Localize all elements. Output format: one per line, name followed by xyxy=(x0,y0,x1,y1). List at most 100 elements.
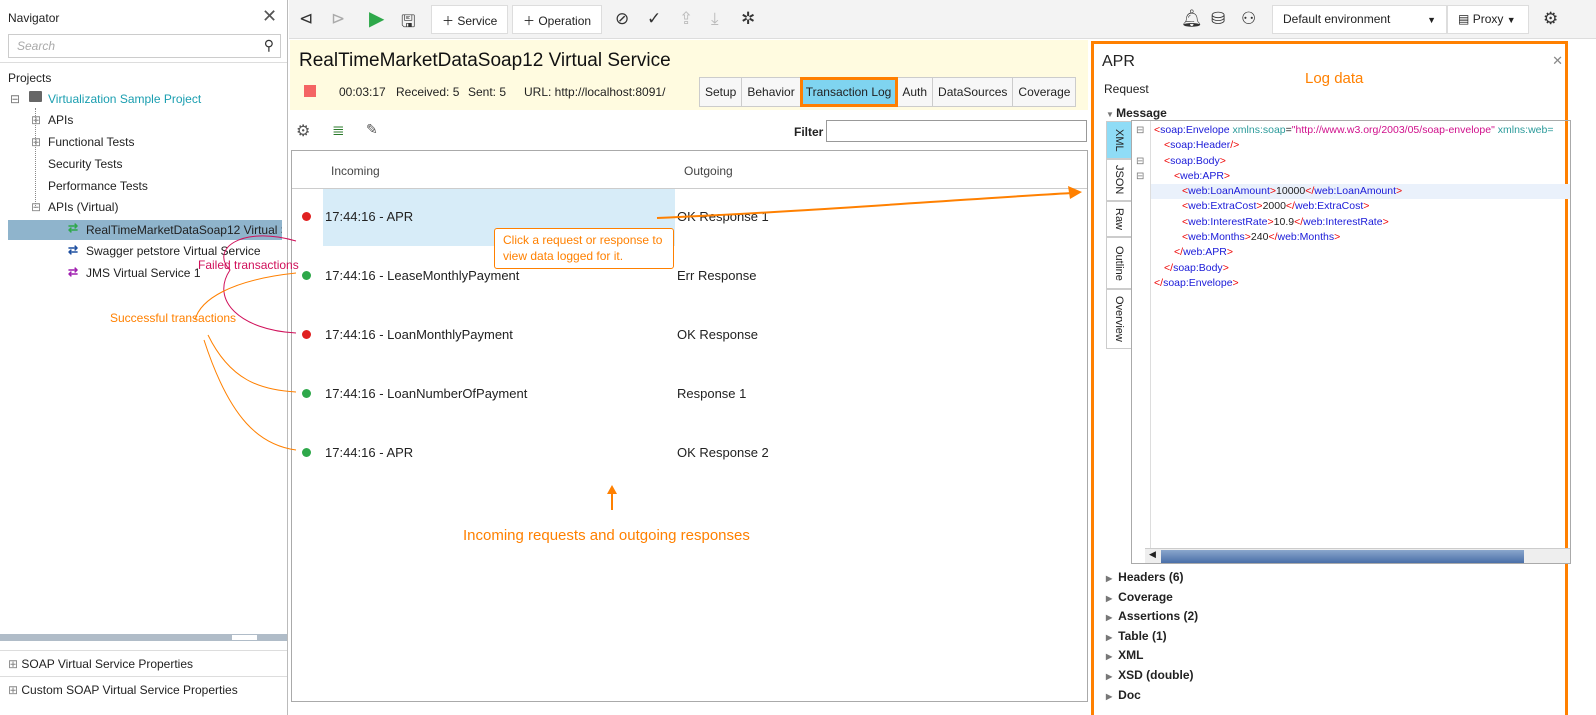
tree-item-functional-tests[interactable]: Functional Tests xyxy=(48,135,135,149)
horizontal-scrollbar[interactable] xyxy=(0,634,287,641)
collapsible-section[interactable]: ▶XML xyxy=(1106,648,1144,662)
service-header: RealTimeMarketDataSoap12 Virtual Service… xyxy=(290,40,1088,110)
expand-arrow-icon: ▶ xyxy=(1106,593,1113,603)
tab-overview[interactable]: Overview xyxy=(1106,289,1132,349)
tab-coverage[interactable]: Coverage xyxy=(1018,85,1071,99)
tree-item-project[interactable]: Virtualization Sample Project xyxy=(48,92,202,106)
tab-transaction-log[interactable]: Transaction Log xyxy=(799,77,899,107)
incoming-cell[interactable]: 17:44:16 - LeaseMonthlyPayment xyxy=(325,268,520,283)
outgoing-cell[interactable]: OK Response 2 xyxy=(677,445,769,460)
compass-icon[interactable]: ⊘ xyxy=(615,9,630,28)
annotation-failed: Failed transactions xyxy=(198,258,299,272)
outgoing-cell[interactable]: Response 1 xyxy=(677,386,747,401)
database-icon[interactable]: ⛁ xyxy=(1211,9,1226,28)
save-icon[interactable]: 🖫 xyxy=(401,12,416,31)
status-dot-failed xyxy=(302,330,311,339)
table-row[interactable]: 17:44:16 - LoanNumberOfPayment Response … xyxy=(292,366,1087,424)
tree-item-realtime-service[interactable]: RealTimeMarketDataSoap12 Virtual Service xyxy=(8,220,282,240)
stop-button[interactable] xyxy=(304,85,316,97)
tab-auth[interactable]: Auth xyxy=(897,78,934,106)
custom-properties-section[interactable]: ⊞ Custom SOAP Virtual Service Properties xyxy=(0,676,287,702)
back-icon[interactable]: ⊲ xyxy=(299,9,314,28)
collapsible-section[interactable]: ▶Coverage xyxy=(1106,590,1173,604)
tab-datasources[interactable]: DataSources xyxy=(933,78,1014,106)
forward-icon[interactable]: ⊳ xyxy=(331,9,346,28)
table-row[interactable]: 17:44:16 - LoanMonthlyPayment OK Respons… xyxy=(292,307,1087,365)
gear-icon[interactable]: ⚙ xyxy=(296,123,311,140)
download-icon[interactable]: ⤓ xyxy=(711,9,719,28)
xml-editor[interactable]: ⊟⊟⊟ <soap:Envelope xmlns:soap="http://ww… xyxy=(1131,120,1571,564)
check-icon[interactable]: ✓ xyxy=(647,9,662,28)
bell-icon[interactable]: 🔔︎ xyxy=(1181,9,1203,28)
tree-item-apis[interactable]: APIs xyxy=(48,113,74,127)
filter-input[interactable] xyxy=(826,120,1087,142)
collapsible-section[interactable]: ▶XSD (double) xyxy=(1106,668,1193,682)
run-icon[interactable]: ▶ xyxy=(369,8,385,30)
tree-item-jms-service[interactable]: JMS Virtual Service 1 xyxy=(86,266,201,280)
scrollbar-thumb[interactable] xyxy=(1161,550,1524,563)
expand-arrow-icon: ▶ xyxy=(1106,672,1113,681)
tree-item-performance-tests[interactable]: Performance Tests xyxy=(48,179,148,193)
bug-icon[interactable]: ✲ xyxy=(741,9,756,28)
service-url: URL: http://localhost:8091/ xyxy=(524,85,666,99)
tree-item-security-tests[interactable]: Security Tests xyxy=(48,157,123,171)
collapsible-section[interactable]: ▶Headers (6) xyxy=(1106,570,1184,584)
collapsible-section[interactable]: ▶Doc xyxy=(1106,688,1141,702)
tab-setup[interactable]: Setup xyxy=(700,78,743,106)
tab-behavior[interactable]: Behavior xyxy=(742,78,801,106)
search-icon[interactable]: ⚲ xyxy=(263,37,274,53)
add-operation-button[interactable]: ＋ Operation xyxy=(512,5,603,34)
expand-arrow-icon: ▶ xyxy=(1106,613,1113,623)
table-row[interactable]: 17:44:16 - APR OK Response 2 xyxy=(292,425,1087,483)
collapsible-section[interactable]: ▶Table (1) xyxy=(1106,629,1167,643)
xml-value: 240 xyxy=(1250,231,1269,244)
proxy-button[interactable]: ▤ Proxy ▼ xyxy=(1447,5,1529,34)
column-header-outgoing: Outgoing xyxy=(684,164,733,178)
table-row[interactable]: 17:44:16 - LeaseMonthlyPayment Err Respo… xyxy=(292,248,1087,306)
details-title: APR xyxy=(1102,53,1135,70)
expand-arrow-icon: ▶ xyxy=(1106,691,1113,701)
expand-icon[interactable]: ⊞ xyxy=(31,135,42,149)
outgoing-cell[interactable]: Err Response xyxy=(677,268,757,283)
gear-icon[interactable]: ⚙ xyxy=(1543,9,1559,28)
soap-properties-section[interactable]: ⊞ SOAP Virtual Service Properties xyxy=(0,650,287,676)
received-count: Received: 5 xyxy=(396,85,460,99)
close-icon[interactable]: ✕ xyxy=(262,6,278,26)
collapse-icon[interactable]: ⊟ xyxy=(31,200,42,214)
service-title: RealTimeMarketDataSoap12 Virtual Service xyxy=(299,50,671,71)
network-icon[interactable]: ⚇ xyxy=(1241,9,1257,28)
expand-icon[interactable]: ⊞ xyxy=(31,113,42,127)
projects-label: Projects xyxy=(8,71,52,85)
environment-select[interactable]: Default environment▼ xyxy=(1272,5,1447,34)
tab-outline[interactable]: Outline xyxy=(1106,237,1132,289)
outgoing-cell[interactable]: OK Response 1 xyxy=(677,209,769,224)
transaction-log-grid: Incoming Outgoing 17:44:16 - APR OK Resp… xyxy=(291,150,1088,702)
outgoing-cell[interactable]: OK Response xyxy=(677,327,758,342)
tree-item-apis-virtual[interactable]: APIs (Virtual) xyxy=(48,200,119,214)
incoming-cell[interactable]: 17:44:16 - APR xyxy=(325,209,414,224)
fold-icons[interactable]: ⊟⊟⊟ xyxy=(1136,125,1145,182)
close-icon[interactable]: ✕ xyxy=(1552,53,1563,68)
tab-raw[interactable]: Raw xyxy=(1106,201,1132,237)
collapse-icon[interactable]: ⊟ xyxy=(10,92,21,106)
tab-json[interactable]: JSON xyxy=(1106,159,1132,201)
annotation-incoming-outgoing: Incoming requests and outgoing responses xyxy=(463,527,750,544)
upload-icon[interactable]: ⇪ xyxy=(679,9,694,28)
list-icon[interactable]: ≣ xyxy=(332,122,345,139)
collapsible-section[interactable]: ▶Assertions (2) xyxy=(1106,609,1198,623)
brush-icon[interactable]: ✎ xyxy=(366,121,378,137)
incoming-cell[interactable]: 17:44:16 - LoanNumberOfPayment xyxy=(325,386,528,401)
search-input[interactable]: Search⚲ xyxy=(8,34,281,58)
table-row[interactable]: 17:44:16 - APR OK Response 1 xyxy=(292,189,1087,247)
horizontal-scrollbar[interactable]: ◀ xyxy=(1145,548,1570,563)
incoming-cell[interactable]: 17:44:16 - APR xyxy=(325,445,414,460)
tree-item-swagger-service[interactable]: Swagger petstore Virtual Service xyxy=(86,244,261,258)
expand-arrow-icon: ▶ xyxy=(1106,652,1113,662)
navigator-panel: Navigator ✕ Search⚲ Projects ⊟ Virtualiz… xyxy=(0,0,288,715)
add-service-button[interactable]: ＋ Service xyxy=(431,5,509,34)
xml-value: 10000 xyxy=(1276,185,1306,198)
incoming-cell[interactable]: 17:44:16 - LoanMonthlyPayment xyxy=(325,327,513,342)
tab-xml[interactable]: XML xyxy=(1106,121,1132,159)
message-section[interactable]: ▼ Message xyxy=(1106,106,1167,120)
chevron-down-icon: ▼ xyxy=(1506,15,1516,25)
